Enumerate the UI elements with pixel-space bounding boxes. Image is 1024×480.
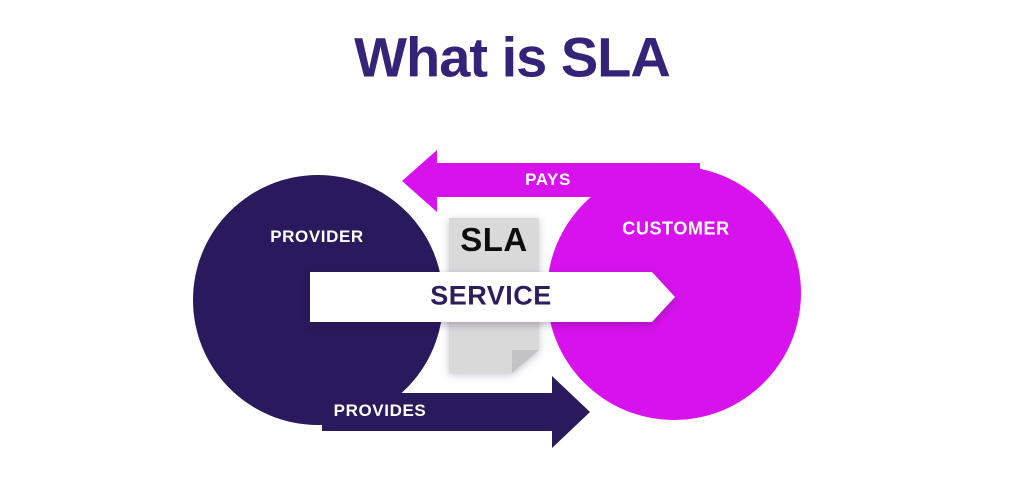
- provides-arrow-label: PROVIDES: [333, 401, 427, 420]
- customer-circle: [547, 166, 801, 420]
- customer-label: CUSTOMER: [622, 218, 730, 239]
- document-fold-icon: [512, 350, 539, 373]
- service-arrow-label: SERVICE: [430, 280, 552, 311]
- service-arrow: [310, 272, 675, 322]
- page-title: What is SLA: [354, 25, 671, 89]
- pays-arrow-label: PAYS: [525, 170, 571, 189]
- provider-label: PROVIDER: [270, 227, 364, 246]
- sla-document-label: SLA: [460, 221, 528, 258]
